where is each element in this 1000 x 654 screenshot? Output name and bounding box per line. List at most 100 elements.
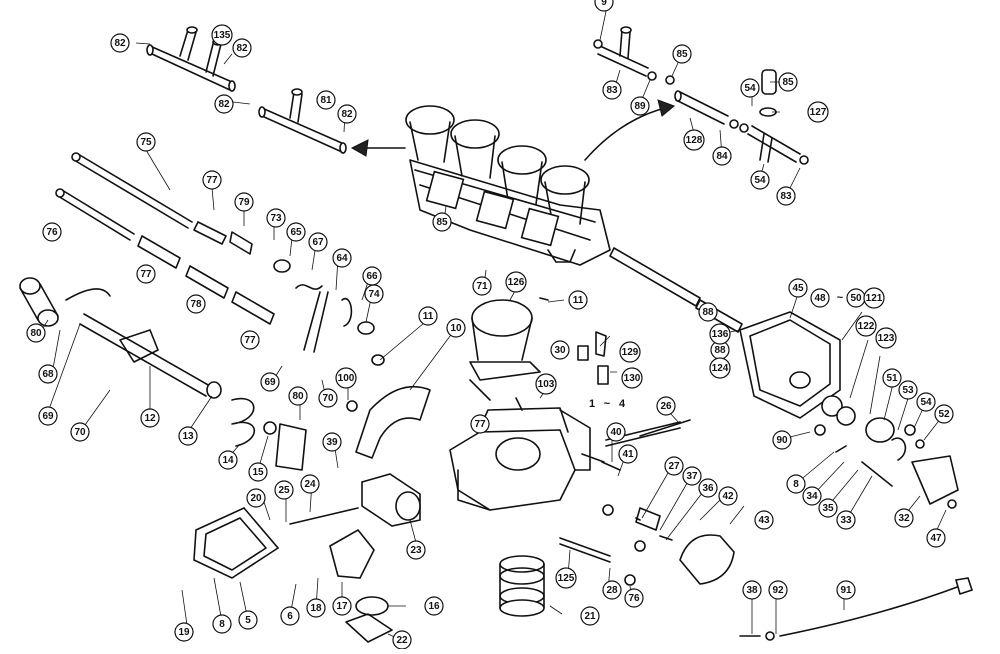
callout-number: 77 [244, 335, 256, 346]
arrow-to-right-pipe [584, 99, 675, 161]
callout-number: 129 [622, 347, 639, 358]
part-callout-20: 20 [246, 488, 266, 508]
callout-circle [246, 488, 266, 508]
callout-circle [406, 540, 426, 560]
callout-circle [580, 606, 600, 626]
part-callout-123: 123 [875, 327, 897, 349]
callout-number: 128 [686, 135, 703, 146]
callout-circle [42, 222, 62, 242]
callout-number: 83 [606, 85, 618, 96]
callout-number: 24 [304, 479, 316, 490]
callout-circle [894, 508, 914, 528]
part-callout-39: 39 [322, 432, 342, 452]
callout-circle [754, 510, 774, 530]
part-callout-45: 45 [788, 278, 808, 298]
callout-number: 19 [178, 627, 190, 638]
callout-circle [174, 622, 194, 642]
callout-circle [186, 294, 206, 314]
part-callout-8: 8 [212, 614, 232, 634]
callout-circle [470, 414, 490, 434]
part-callout-124: 124 [709, 357, 731, 379]
callout-number: 8 [219, 619, 225, 630]
part-callout-74: 74 [364, 284, 384, 304]
callout-number: 122 [858, 321, 875, 332]
part-callout-54: 54 [740, 78, 760, 98]
callout-circle [768, 580, 788, 600]
long-shaft-75 [71, 152, 193, 229]
part-callout-11: 11 [568, 290, 588, 310]
return-spring-14 [231, 397, 256, 447]
part-callout-70: 70 [70, 422, 90, 442]
callout-number: 100 [338, 373, 355, 384]
callout-number: 91 [840, 585, 852, 596]
callout-number: 82 [341, 109, 353, 120]
part-callout-38: 38 [742, 580, 762, 600]
part-callout-71: 71 [472, 276, 492, 296]
callout-circle [322, 432, 342, 452]
callout-circle [332, 248, 352, 268]
part-callout-47: 47 [926, 528, 946, 548]
callout-number: 25 [278, 485, 290, 496]
carburetor-body-main [449, 299, 591, 511]
callout-number: 69 [42, 411, 54, 422]
part-callout-103: 103 [535, 373, 557, 395]
part-callout-73: 73 [266, 208, 286, 228]
callout-circle [740, 78, 760, 98]
part-callout-80: 80 [26, 323, 46, 343]
throttle-housing-39 [679, 534, 735, 585]
callout-number: 5 [245, 615, 251, 626]
part-callout-130: 130 [621, 367, 643, 389]
callout-circle [418, 306, 438, 326]
callout-number: 54 [920, 397, 932, 408]
throttle-lever-10 [355, 386, 431, 459]
part-callout-77: 77 [136, 264, 156, 284]
part-callout-85: 85 [672, 44, 692, 64]
arrow-to-left-pipe [350, 139, 406, 157]
shaft-sleeves [137, 221, 275, 325]
callout-number: 33 [840, 515, 852, 526]
callout-circle [505, 271, 527, 293]
callout-number: 26 [660, 401, 672, 412]
part-callout-77: 77 [240, 330, 260, 350]
part-callout-83: 83 [776, 186, 796, 206]
range-label-separator: ~ [837, 292, 844, 304]
callout-circle [248, 462, 268, 482]
callout-number: 77 [140, 269, 152, 280]
callout-number: 54 [744, 83, 756, 94]
part-callout-127: 127 [807, 101, 829, 123]
callout-circle [606, 422, 626, 442]
callout-circle [70, 422, 90, 442]
callout-circle [335, 367, 357, 389]
callout-circle [238, 610, 258, 630]
callout-circle [234, 192, 254, 212]
callout-circle [709, 323, 731, 345]
callout-circle [364, 284, 384, 304]
part-callout-85: 85 [778, 72, 798, 92]
part-callout-26: 26 [656, 396, 676, 416]
callout-circle [855, 315, 877, 337]
callout-circle [432, 212, 452, 232]
part-callout-76: 76 [42, 222, 62, 242]
part-callout-135: 135 [211, 24, 233, 46]
callout-number: 80 [30, 328, 42, 339]
part-callout-16: 16 [424, 596, 444, 616]
part-callout-76: 76 [624, 588, 644, 608]
callout-number: 88 [714, 345, 726, 356]
callout-number: 79 [238, 197, 250, 208]
callout-circle [472, 276, 492, 296]
callout-circle [618, 444, 638, 464]
callout-number: 81 [320, 95, 332, 106]
callout-circle [286, 222, 306, 242]
part-callout-9: 9 [594, 0, 614, 12]
callout-circle [836, 580, 856, 600]
callout-circle [698, 302, 718, 322]
range-label-from: 1 [589, 398, 595, 410]
callout-circle [260, 372, 280, 392]
callout-circle [38, 406, 58, 426]
callout-circle [202, 170, 222, 190]
range-label-to: 4 [619, 398, 626, 410]
part-callout-23: 23 [406, 540, 426, 560]
top-cover-45 [739, 311, 841, 419]
callout-circle [110, 33, 130, 53]
part-callout-27: 27 [664, 456, 684, 476]
